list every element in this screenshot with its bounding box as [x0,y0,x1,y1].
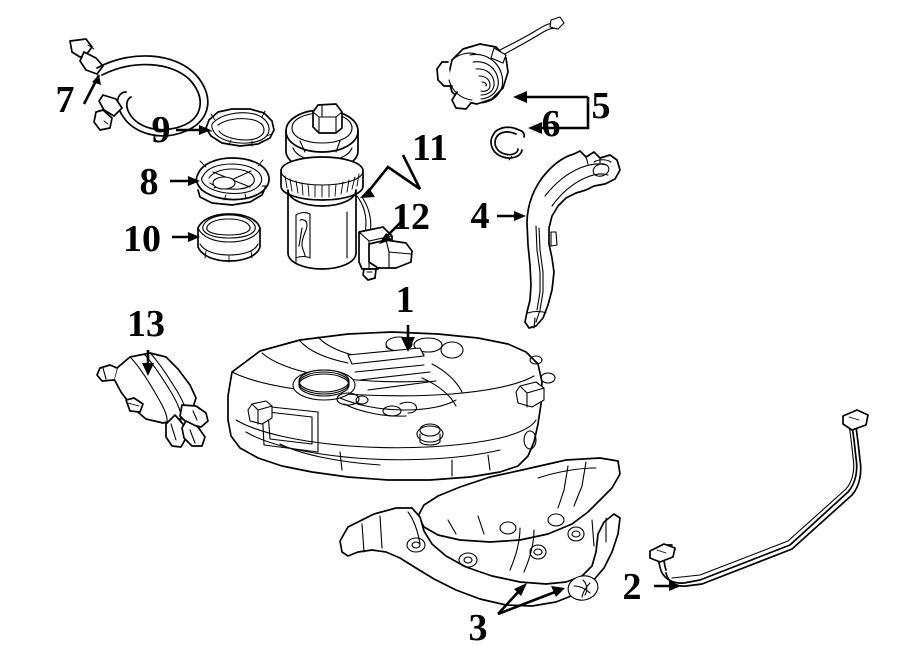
part-heat-shield[interactable] [339,457,621,607]
part-fuel-cap[interactable] [436,16,565,110]
callout-label-1: 1 [396,279,415,321]
callout-leader-6 [528,122,568,134]
callout-label-7: 7 [56,79,75,121]
part-fuel-hose[interactable] [69,38,209,137]
callout-leader-7 [82,74,101,105]
part-fuel-pump-lock-ring[interactable] [195,157,270,206]
callout-label-12: 12 [392,196,430,238]
callout-leader-13 [142,350,154,376]
callout-leader-8 [170,176,200,186]
part-shield-grommet[interactable] [566,573,600,603]
callout-label-3: 3 [469,607,488,649]
part-fuel-pump-seal-ring[interactable] [197,213,261,263]
part-fuel-pump-module[interactable] [280,103,372,270]
callout-label-9: 9 [152,109,171,151]
part-fuel-cap-retainer[interactable] [490,126,526,161]
part-filler-neck-shield[interactable] [524,150,621,329]
callout-leader-5 [513,91,590,130]
callout-label-6: 6 [542,103,561,145]
part-fuel-pump-cover[interactable] [205,108,275,147]
callout-leader-10 [172,232,200,242]
callout-leader-2 [654,581,681,591]
callout-leader-12 [379,218,405,244]
callout-label-4: 4 [471,195,490,237]
callout-label-2: 2 [623,566,642,608]
callout-leader-1 [401,325,415,352]
callout-label-8: 8 [140,161,159,203]
callout-label-10: 10 [123,218,161,260]
callout-label-5: 5 [592,85,611,127]
callout-leader-9 [176,125,211,135]
part-fuel-tank[interactable] [227,331,556,481]
part-fuel-filter[interactable] [96,352,209,448]
part-fuel-tank-strap[interactable] [649,409,869,587]
callout-leader-4 [497,211,526,221]
callout-leader-11 [360,154,422,198]
callout-label-13: 13 [127,303,165,345]
callout-leader-3 [497,583,565,616]
callout-label-11: 11 [412,127,448,169]
